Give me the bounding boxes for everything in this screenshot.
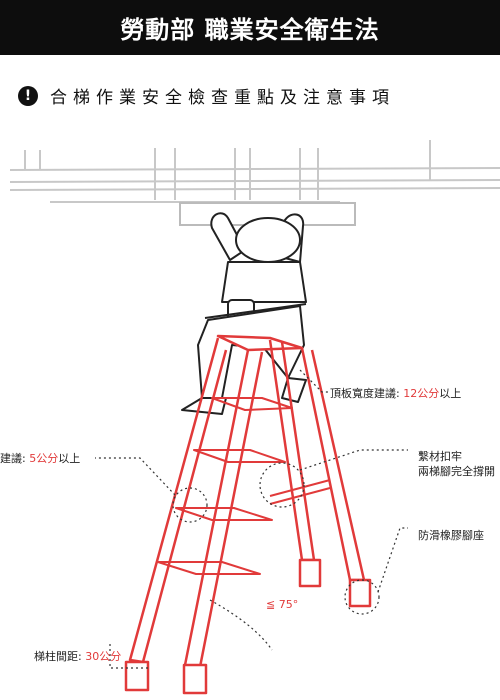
- leg-spacing-label: 梯柱間距: 30公分: [34, 650, 122, 663]
- tie-label-1: 繫材扣牢: [418, 450, 462, 463]
- page-header: 勞動部 職業安全衛生法: [0, 0, 500, 55]
- angle-label: ≦ 75°: [266, 598, 299, 611]
- callout-lines: [95, 369, 408, 669]
- ceiling-beams: [9, 140, 500, 226]
- worker-figure: [181, 212, 307, 415]
- subtitle-text: 合梯作業安全檢查重點及注意事項: [50, 88, 395, 108]
- header-title: 勞動部 職業安全衛生法: [120, 16, 380, 44]
- tie-label-2: 兩梯腳完全撐開: [418, 465, 495, 478]
- top-board-width-label: 頂板寬度建議: 12公分以上: [330, 387, 462, 400]
- subtitle-row: ! 合梯作業安全檢查重點及注意事項: [18, 83, 395, 108]
- anti-slip-feet-label: 防滑橡膠腳座: [418, 529, 484, 542]
- step-width-label: 建議: 5公分以上: [0, 452, 81, 465]
- a-frame-ladder: [124, 334, 372, 695]
- ladder-illustration: [9, 140, 500, 695]
- exclamation-circle-icon: !: [18, 85, 38, 106]
